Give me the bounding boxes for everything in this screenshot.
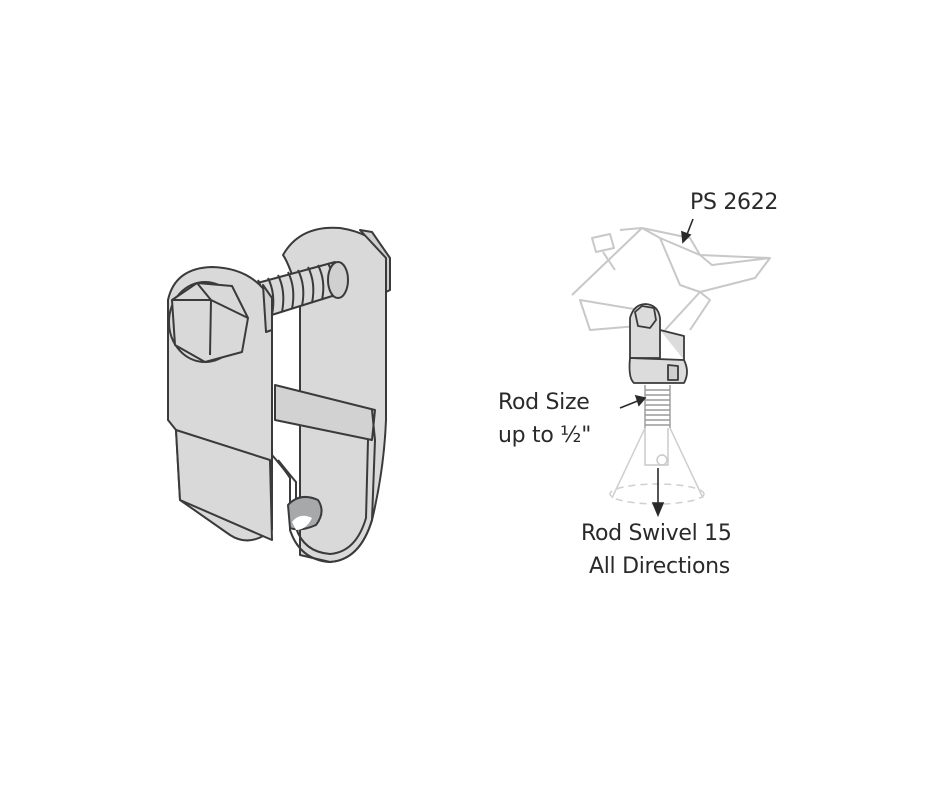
part-number-label: PS 2622 (690, 190, 779, 215)
rod-size-leader (619, 394, 647, 409)
hex-bolt-head (168, 281, 249, 363)
swivel-direction-label: All Directions (589, 554, 730, 579)
ps2622-ghost (571, 227, 771, 331)
rod-size-value-label: up to ½" (498, 423, 592, 448)
main-clamp (167, 226, 391, 563)
swivel-cone (609, 427, 705, 505)
rod-size-label: Rod Size (498, 390, 590, 415)
threaded-shank (249, 261, 349, 319)
threaded-rod (644, 385, 671, 466)
swivel-angle-label: Rod Swivel 15 (581, 521, 732, 546)
swivel-direction-arrow (651, 468, 665, 518)
assembly-view (571, 218, 771, 518)
ps2622-leader (681, 218, 694, 244)
swivel-clamp-small (628, 303, 688, 384)
